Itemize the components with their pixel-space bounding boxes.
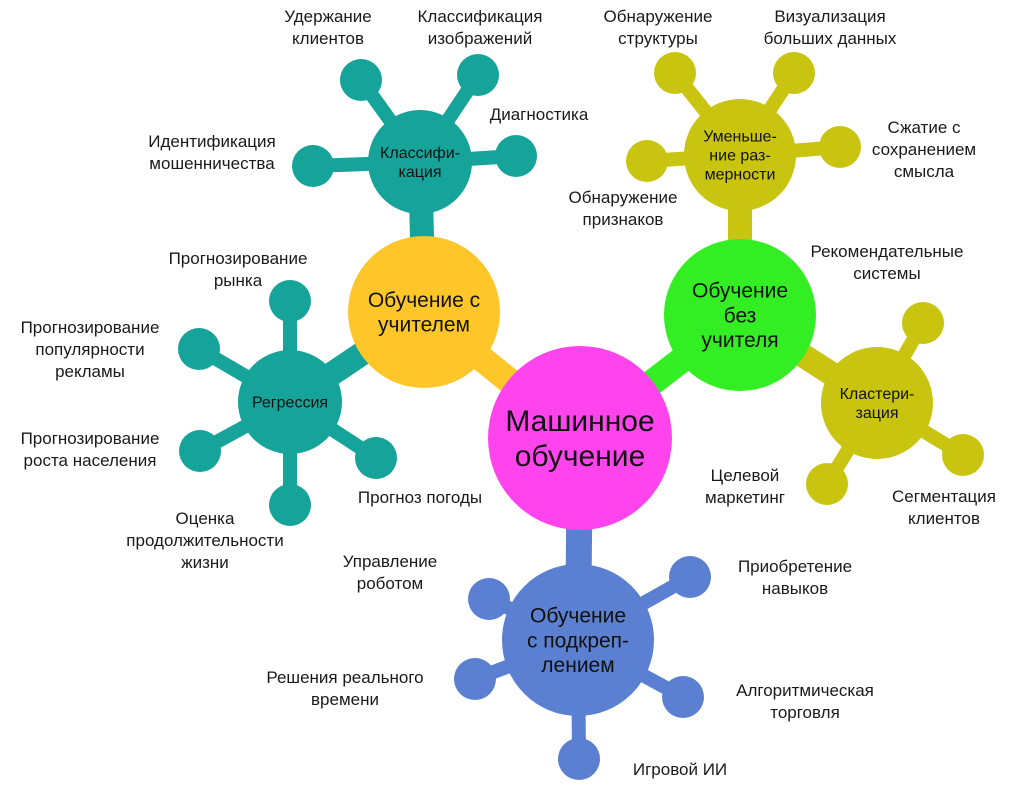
dimreduction-label-line-1: ние раз-: [709, 148, 770, 165]
dimreduction-leaf-label-0-line-0: Обнаружение: [604, 7, 713, 26]
regression-leaf-dot-2: [179, 430, 221, 472]
regression-leaf-label-3-line-1: продолжительности: [126, 531, 283, 550]
classification-node: [368, 110, 472, 214]
classification-leaf-label-2-line-0: Диагностика: [490, 105, 589, 124]
leaf-dots: [178, 52, 984, 780]
dimreduction-leaf-dot-2: [819, 126, 861, 168]
classification-label-line-0: Классифи-: [380, 145, 460, 162]
classification-leaf-label-3-line-0: Идентификация: [148, 132, 275, 151]
classification-leaf-label-0-line-1: клиентов: [292, 29, 364, 48]
classification-leaf-dot-2: [495, 135, 537, 177]
regression-leaf-label-1-line-2: рекламы: [55, 362, 125, 381]
regression-leaf-label-4-line-0: Прогноз погоды: [358, 488, 482, 507]
clustering-leaf-label-0-line-1: системы: [853, 264, 920, 283]
dimreduction-leaf-label-3-line-0: Обнаружение: [569, 188, 678, 207]
reinforcement-leaf-dot-4: [558, 738, 600, 780]
regression-leaf-label-3-line-0: Оценка: [176, 509, 235, 528]
reinforcement-leaf-dot-2: [454, 658, 496, 700]
reinforcement-leaf-label-1-line-1: навыков: [762, 579, 828, 598]
unsupervised-label-line-1: без: [724, 304, 757, 327]
dimreduction-leaf-label-1-line-0: Визуализация: [774, 7, 885, 26]
dimreduction-label-line-2: мерности: [705, 166, 776, 183]
center-node: [488, 346, 672, 530]
clustering-leaf-label-2-line-0: Сегментация: [892, 487, 996, 506]
center-label-line-1: обучение: [515, 440, 646, 473]
clustering-node: [821, 347, 933, 459]
reinforcement-leaf-dot-0: [468, 578, 510, 620]
reinforcement-leaf-dot-1: [669, 556, 711, 598]
regression-leaf-label-1-line-1: популярности: [35, 340, 144, 359]
regression-leaf-dot-0: [269, 280, 311, 322]
classification-leaf-label-1-line-0: Классификация: [418, 7, 543, 26]
clustering-leaf-label-1-line-1: маркетинг: [705, 488, 785, 507]
reinforcement-leaf-label-2-line-0: Решения реального: [266, 668, 423, 687]
regression-label-line-0: Регрессия: [252, 395, 328, 412]
regression-leaf-label-0-line-0: Прогнозирование: [169, 249, 308, 268]
dimreduction-leaf-dot-1: [773, 52, 815, 94]
regression-leaf-dot-4: [355, 437, 397, 479]
reinforcement-leaf-label-4-line-0: Игровой ИИ: [633, 760, 727, 779]
dimreduction-leaf-label-3-line-1: признаков: [583, 210, 664, 229]
clustering-leaf-label-0-line-0: Рекомендательные: [811, 242, 964, 261]
clustering-leaf-label-2-line-1: клиентов: [908, 509, 980, 528]
dimreduction-label-line-0: Уменьше-: [703, 129, 777, 146]
reinforcement-label-line-2: лением: [541, 654, 614, 677]
regression-leaf-dot-3: [269, 484, 311, 526]
reinforcement-leaf-label-3-line-0: Алгоритмическая: [736, 681, 874, 700]
reinforcement-leaf-label-3-line-1: торговля: [770, 703, 840, 722]
regression-leaf-dot-1: [178, 328, 220, 370]
regression-leaf-label-2-line-0: Прогнозирование: [21, 429, 160, 448]
dimreduction-leaf-label-2-line-0: Сжатие с: [887, 118, 961, 137]
classification-leaf-dot-1: [457, 54, 499, 96]
unsupervised-label-line-2: учителя: [701, 329, 778, 352]
dimreduction-leaf-label-2-line-2: смысла: [894, 162, 955, 181]
regression-node: [238, 350, 342, 454]
dimreduction-node: [684, 99, 796, 211]
dimreduction-leaf-label-1-line-1: больших данных: [764, 29, 897, 48]
regression-leaf-label-3-line-2: жизни: [181, 553, 229, 572]
clustering-label-line-1: зация: [856, 405, 899, 422]
dimreduction-leaf-dot-0: [654, 52, 696, 94]
classification-leaf-label-0-line-0: Удержание: [284, 7, 371, 26]
reinforcement-leaf-label-1-line-0: Приобретение: [738, 557, 852, 576]
clustering-leaf-dot-0: [902, 302, 944, 344]
clustering-leaf-dot-1: [806, 463, 848, 505]
classification-leaf-dot-0: [340, 59, 382, 101]
reinforcement-leaf-label-0-line-0: Управление: [343, 552, 438, 571]
center-label-line-0: Машинное: [505, 405, 654, 438]
supervised-node: [348, 236, 500, 388]
reinforcement-leaf-dot-3: [662, 676, 704, 718]
leaf-labels: Удержание клиентов Классификация изображени…: [21, 7, 996, 779]
dimreduction-leaf-label-0-line-1: структуры: [618, 29, 698, 48]
regression-leaf-label-2-line-1: роста населения: [24, 451, 157, 470]
regression-leaf-label-1-line-0: Прогнозирование: [21, 318, 160, 337]
clustering-leaf-dot-2: [942, 434, 984, 476]
classification-leaf-label-1-line-1: изображений: [428, 29, 532, 48]
classification-leaf-dot-3: [292, 145, 334, 187]
unsupervised-label-line-0: Обучение: [692, 280, 788, 303]
supervised-label-line-1: учителем: [378, 314, 470, 337]
dimreduction-leaf-dot-3: [626, 140, 668, 182]
unsupervised-node: [664, 239, 816, 391]
clustering-label-line-0: Кластери-: [840, 386, 915, 403]
reinforcement-leaf-label-0-line-1: роботом: [357, 574, 423, 593]
supervised-label-line-0: Обучение с: [368, 289, 480, 312]
classification-leaf-label-3-line-1: мошенничества: [149, 154, 275, 173]
reinforcement-label-line-0: Обучение: [530, 605, 626, 628]
dimreduction-leaf-label-2-line-1: сохранением: [872, 140, 976, 159]
clustering-leaf-label-1-line-0: Целевой: [711, 466, 780, 485]
reinforcement-label-line-1: с подкреп-: [527, 629, 629, 652]
classification-label-line-1: кация: [398, 164, 441, 181]
reinforcement-leaf-label-2-line-1: времени: [311, 690, 379, 709]
regression-leaf-label-0-line-1: рынка: [214, 271, 263, 290]
reinforcement-node: [502, 564, 654, 716]
